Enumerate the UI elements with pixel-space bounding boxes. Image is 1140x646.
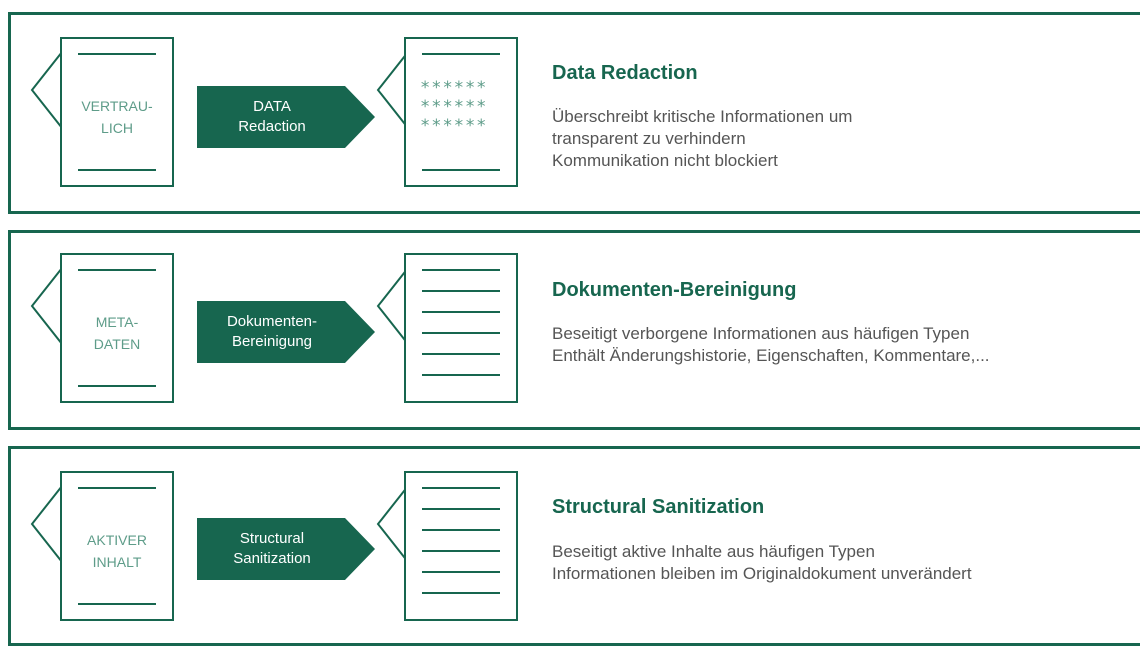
process-arrow-label-line2: Sanitization — [233, 550, 311, 567]
source-document-label-line2: INHALT — [92, 554, 142, 570]
document-tab-icon — [30, 267, 63, 345]
row-title: Structural Sanitization — [552, 496, 765, 518]
source-document-label-line1: AKTIVER — [87, 532, 147, 548]
process-arrow: DATA Redaction — [197, 86, 377, 148]
source-document: AKTIVER INHALT — [60, 471, 174, 621]
document-tab-icon — [30, 485, 63, 563]
document-tab-icon — [376, 485, 409, 563]
document-tab-icon — [376, 267, 409, 345]
redacted-document: ****** ****** ****** — [404, 37, 518, 187]
redacted-text: ****** ****** ****** — [420, 78, 488, 136]
row-title: Data Redaction — [552, 62, 698, 84]
source-document: VERTRAU- LICH — [60, 37, 174, 187]
source-document-label-line2: LICH — [101, 120, 133, 136]
source-document-label-line2: DATEN — [93, 336, 141, 352]
row-description: Beseitigt verborgene Informationen aus h… — [552, 324, 990, 365]
process-arrow-label-line2: Bereinigung — [231, 333, 313, 350]
panel-dokumenten-bereinigung — [8, 230, 1140, 430]
document-tab-icon — [30, 51, 63, 129]
process-arrow-label-line1: DATA — [253, 98, 291, 115]
process-arrow: Dokumenten- Bereinigung — [197, 301, 377, 363]
process-arrow-label-line1: Dokumenten- — [226, 313, 318, 330]
process-arrow: Structural Sanitization — [197, 518, 377, 580]
process-arrow-label-line1: Structural — [239, 530, 305, 547]
source-document-label-line1: VERTRAU- — [81, 98, 153, 114]
source-document-label-line1: META- — [95, 314, 139, 330]
panel-data-redaction — [8, 12, 1140, 214]
row-title: Dokumenten-Bereinigung — [552, 279, 797, 301]
sanitized-document — [404, 471, 518, 621]
process-arrow-label-line2: Redaction — [238, 118, 306, 135]
document-tab-icon — [376, 51, 409, 129]
row-description: Überschreibt kritische Informationen um … — [552, 107, 853, 170]
row-description: Beseitigt aktive Inhalte aus häufigen Ty… — [552, 542, 972, 583]
source-document: META- DATEN — [60, 253, 174, 403]
cleaned-document — [404, 253, 518, 403]
